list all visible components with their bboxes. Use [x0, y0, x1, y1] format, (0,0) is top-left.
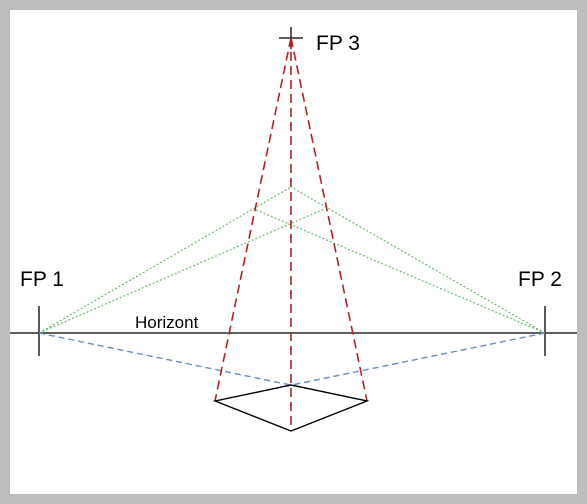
green-construction-lines	[38, 186, 546, 334]
red-vertical-lines	[214, 37, 368, 431]
fp2-label: FP 2	[518, 268, 562, 291]
horizon-label: Horizont	[135, 313, 199, 332]
fp3-label: FP 3	[316, 32, 360, 55]
base-rhombus	[212, 384, 370, 432]
fp1-label: FP 1	[20, 268, 64, 291]
blue-construction-lines	[38, 332, 546, 402]
